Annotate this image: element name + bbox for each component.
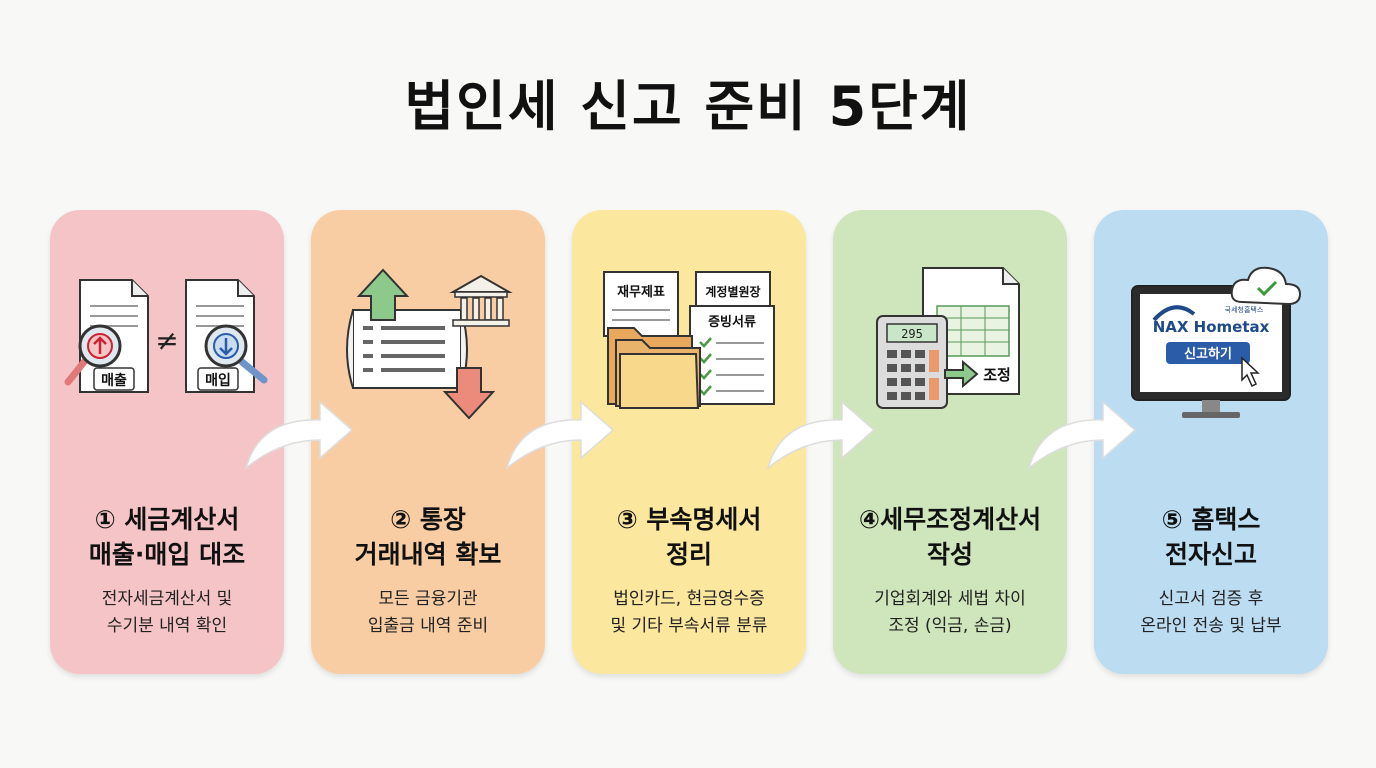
step-card-5: 국세청홈택스 NAX Hometax 신고하기 ⑤ 홈택스 전자신고 신고서 검…: [1094, 210, 1328, 674]
tax-adjustment-icon: 295 조정: [876, 267, 1020, 409]
step-card-2: ② 통장 거래내역 확보 모든 금융기관 입출금 내역 준비: [311, 210, 545, 674]
step-title: ① 세금계산서 매출·매입 대조: [88, 505, 246, 569]
hometax-top-label: 국세청홈택스: [1225, 305, 1264, 314]
hometax-monitor-icon: 국세청홈택스 NAX Hometax 신고하기: [1131, 266, 1302, 418]
financial-statement-doc: [603, 271, 679, 337]
hometax-logo-icon: [1152, 305, 1196, 322]
purchase-label: 매입: [205, 373, 231, 389]
step-card-1: 매출 매입 ≠ ① 세금계산서 매출·매입 대조 전자세금계산서 및 수기분 내…: [50, 210, 284, 674]
step-title: ② 통장 거래내역 확보: [354, 505, 502, 569]
cursor-icon: [1241, 356, 1260, 388]
adjust-arrow-icon: [944, 359, 979, 389]
evidence-doc: [689, 305, 775, 405]
folder-icon: [607, 327, 701, 409]
next-step-arrow-icon: [766, 400, 876, 471]
doc-label-ledger: 계정별원장: [705, 284, 760, 299]
page-title: 법인세 신고 준비 5단계: [404, 75, 972, 138]
adjust-label: 조정: [983, 366, 1011, 384]
sales-label: 매출: [101, 372, 127, 389]
step-card-4: 295 조정 ④세무조정계산서 작성 기업회계와 세법 차이 조정 (익금, 손…: [833, 210, 1067, 674]
step-description: 법인카드, 현금영수증 및 기타 부속서류 분류: [610, 589, 768, 636]
hometax-brand: NAX Hometax: [1153, 318, 1270, 336]
sales-document-icon: [64, 279, 149, 393]
step-title: ③ 부속명세서 정리: [616, 505, 762, 569]
step-card-3: 재무제표 계정별원장 증빙서류 ③ 부속명세서 정리 법인카드, 현금영수증 및…: [572, 210, 806, 674]
invoice-compare-icon: 매출 매입 ≠: [64, 279, 268, 393]
statement-ledger-icon: [346, 309, 468, 389]
documents-folder-icon: 재무제표 계정별원장 증빙서류: [603, 271, 775, 409]
report-button-label: 신고하기: [1184, 346, 1232, 362]
calculator-display: 295: [901, 327, 923, 341]
next-step-arrow-icon: [505, 400, 615, 471]
step-description: 신고서 검증 후 온라인 전송 및 납부: [1140, 589, 1282, 636]
step-title: ⑤ 홈택스 전자신고: [1161, 505, 1261, 569]
next-step-arrow-icon: [1027, 400, 1137, 471]
report-button[interactable]: [1166, 342, 1250, 364]
bank-building-icon: [449, 274, 513, 327]
withdrawal-arrow-icon: [442, 367, 496, 420]
calculator-icon: [876, 315, 948, 409]
step-description: 모든 금융기관 입출금 내역 준비: [367, 589, 489, 636]
cloud-check-icon: [1230, 266, 1302, 306]
purchase-document-icon: [185, 279, 268, 393]
doc-label-financial: 재무제표: [617, 285, 665, 300]
next-step-arrow-icon: [244, 400, 354, 471]
step-title: ④세무조정계산서 작성: [858, 505, 1042, 569]
bank-statement-icon: [346, 268, 513, 420]
step-description: 전자세금계산서 및 수기분 내역 확인: [101, 589, 233, 636]
doc-label-evidence: 증빙서류: [708, 315, 756, 330]
not-equal-icon: ≠: [155, 324, 178, 357]
step-description: 기업회계와 세법 차이 조정 (익금, 손금): [874, 589, 1026, 636]
deposit-arrow-icon: [356, 268, 410, 321]
